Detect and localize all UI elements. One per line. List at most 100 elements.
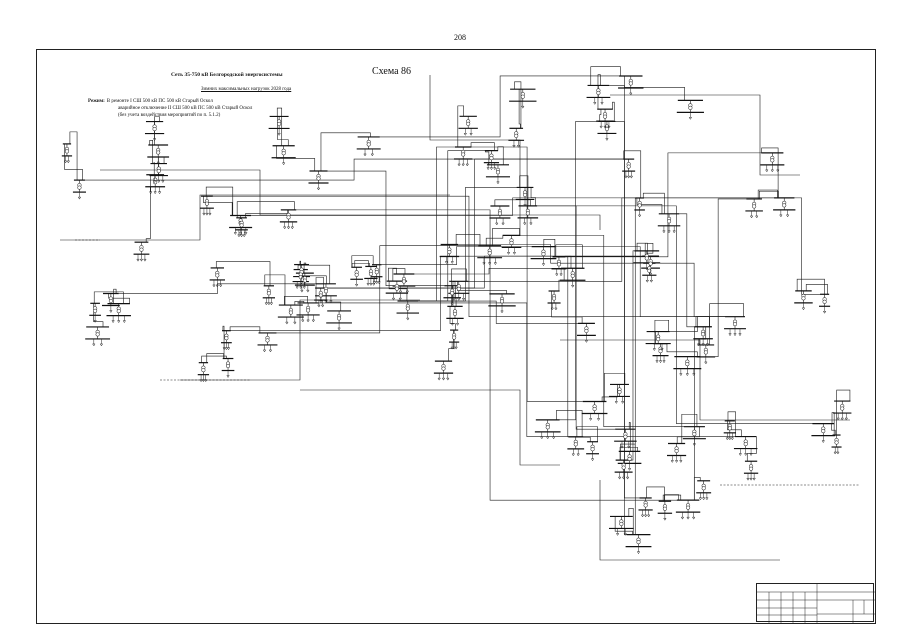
transmission-line xyxy=(303,262,307,274)
transmission-line xyxy=(727,411,736,437)
page-number: 208 xyxy=(454,33,466,42)
load-arrow xyxy=(637,214,642,218)
transmission-line xyxy=(552,256,584,438)
transformer-winding xyxy=(520,94,525,99)
transformer-winding xyxy=(514,133,519,138)
load-arrow xyxy=(226,347,231,351)
mode-line-1: В ремонте I СШ 500 кВ ПС 500 кВ Старый О… xyxy=(106,99,213,104)
load-arrow xyxy=(649,279,654,283)
load-arrow xyxy=(541,263,546,267)
transmission-line xyxy=(397,300,595,324)
transmission-line xyxy=(113,288,117,304)
load-arrow xyxy=(482,262,486,266)
transformer-winding xyxy=(522,192,528,197)
transmission-line xyxy=(320,132,371,172)
transmission-line xyxy=(552,152,784,258)
load-arrow xyxy=(201,379,206,383)
transmission-line xyxy=(397,150,499,302)
transmission-line xyxy=(556,410,583,437)
load-arrow xyxy=(779,214,783,218)
mode-description: Режим: В ремонте I СШ 500 кВ ПС 500 кВ С… xyxy=(88,98,252,120)
load-arrow xyxy=(679,460,683,463)
transmission-line xyxy=(831,423,836,436)
transformer-winding xyxy=(306,308,311,313)
transmission-line xyxy=(695,316,710,345)
transformer-winding xyxy=(727,426,732,431)
load-arrow xyxy=(648,272,653,276)
transmission-line xyxy=(518,89,521,129)
transmission-line xyxy=(245,209,288,218)
transformer-winding xyxy=(658,349,663,354)
transmission-line xyxy=(318,302,735,437)
load-arrow xyxy=(672,230,676,234)
transformer-winding xyxy=(64,149,69,154)
load-arrow xyxy=(405,290,410,294)
load-arrow xyxy=(496,181,500,185)
load-arrow xyxy=(264,302,268,306)
transmission-line xyxy=(69,131,78,181)
load-arrow xyxy=(629,92,633,96)
load-arrow xyxy=(329,300,333,304)
load-arrow xyxy=(500,310,504,314)
transmission-line xyxy=(471,146,583,402)
transmission-line xyxy=(628,422,631,452)
load-arrow xyxy=(161,180,165,184)
load-arrow xyxy=(153,191,157,195)
transmission-line xyxy=(485,150,490,165)
transformer-winding xyxy=(499,299,505,304)
trunk-line xyxy=(100,169,601,230)
transmission-line xyxy=(327,170,445,287)
load-arrow xyxy=(755,215,759,219)
transformer-winding xyxy=(456,286,461,291)
transformer-winding xyxy=(596,90,601,95)
transmission-line xyxy=(681,413,698,444)
load-arrow xyxy=(226,375,230,378)
mode-label: Режим: xyxy=(88,99,105,104)
load-arrow xyxy=(629,175,634,179)
transformer-winding xyxy=(95,332,100,337)
load-arrow xyxy=(523,204,527,207)
load-arrow xyxy=(554,307,558,311)
transmission-line xyxy=(494,199,531,206)
load-arrow xyxy=(99,343,104,347)
load-arrow xyxy=(461,298,466,301)
load-arrow xyxy=(623,533,627,536)
load-arrow xyxy=(406,317,410,321)
transformer-winding xyxy=(265,338,270,343)
load-arrow xyxy=(149,191,153,195)
transmission-line xyxy=(805,284,828,295)
transformer-winding xyxy=(541,252,546,257)
transmission-line xyxy=(251,197,775,216)
load-arrow xyxy=(600,102,604,105)
transmission-line xyxy=(619,446,638,461)
transformer-winding xyxy=(288,310,293,315)
transmission-line xyxy=(624,75,685,101)
load-arrow xyxy=(662,230,666,234)
transformer-winding xyxy=(801,296,806,301)
load-arrow xyxy=(705,497,709,501)
trunk-line xyxy=(429,75,521,235)
transformer-winding xyxy=(637,203,642,208)
load-arrow xyxy=(311,319,316,323)
transformer-winding xyxy=(497,211,502,216)
transmission-line xyxy=(604,372,626,402)
transmission-line xyxy=(229,326,261,333)
transmission-line xyxy=(283,296,308,306)
transmission-line xyxy=(201,355,227,363)
transformer-winding xyxy=(77,185,82,190)
load-arrow xyxy=(576,453,580,457)
transformer-winding xyxy=(545,425,550,430)
transmission-line xyxy=(674,198,762,357)
load-arrow xyxy=(529,222,533,226)
transformer-winding xyxy=(592,406,597,412)
transformer-winding xyxy=(152,126,157,132)
transmission-line xyxy=(93,303,104,327)
title-block-stamp xyxy=(756,583,875,623)
load-arrow xyxy=(212,284,216,288)
transmission-line xyxy=(215,261,271,286)
load-arrow xyxy=(215,284,219,288)
load-arrow xyxy=(627,468,632,471)
load-arrow xyxy=(550,307,554,311)
transmission-line xyxy=(796,278,825,295)
load-arrow xyxy=(457,298,461,301)
